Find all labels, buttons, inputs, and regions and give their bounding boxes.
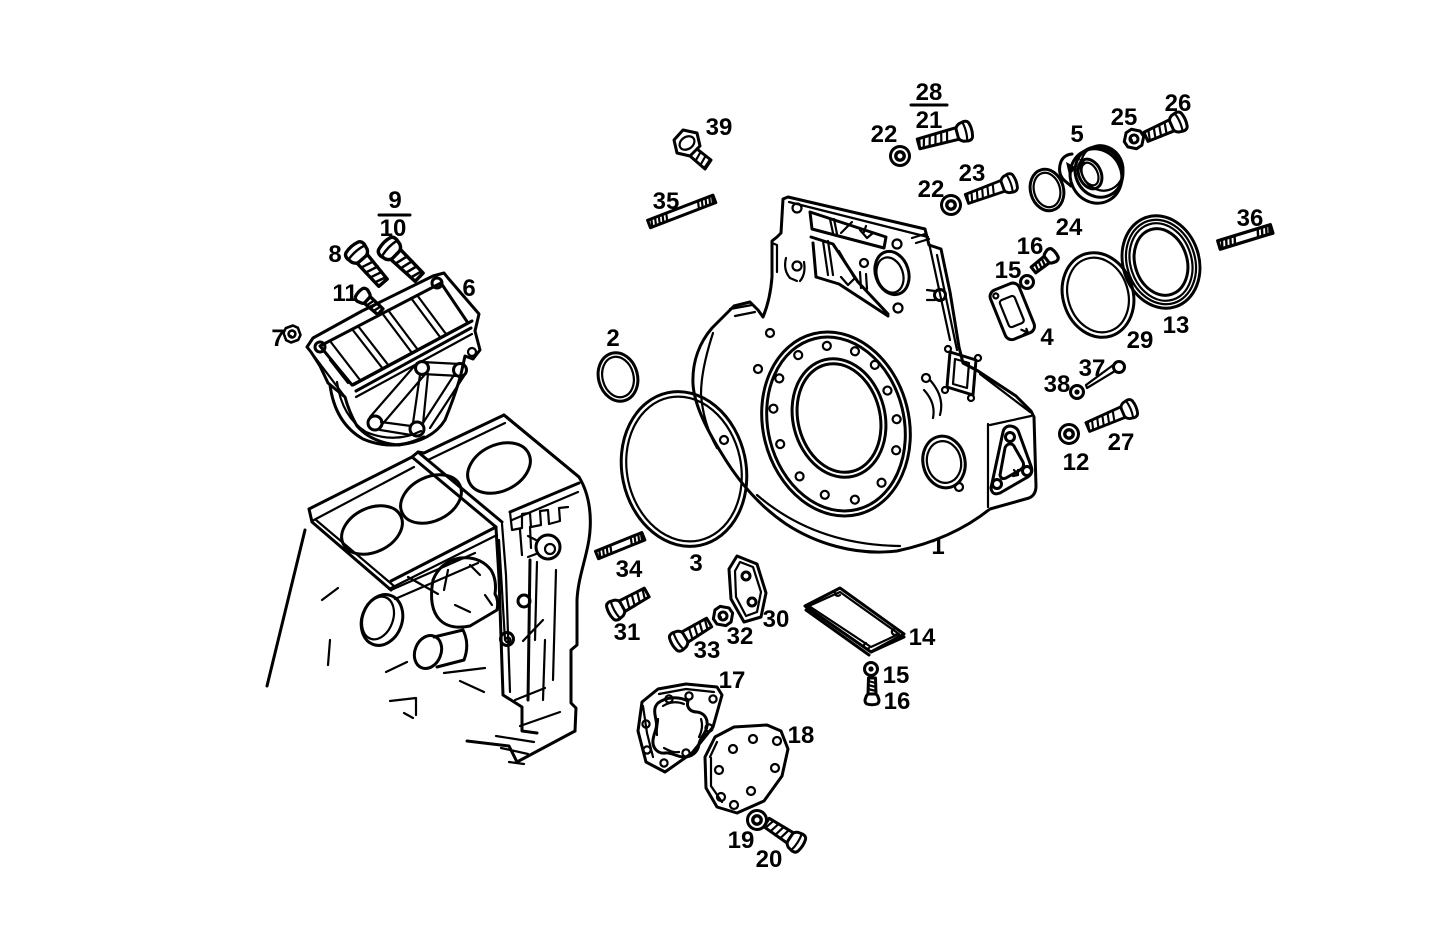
svg-text:6: 6 xyxy=(462,275,475,302)
svg-text:34: 34 xyxy=(616,556,643,583)
svg-text:30: 30 xyxy=(763,606,790,633)
svg-text:22: 22 xyxy=(871,121,898,148)
svg-text:15: 15 xyxy=(883,662,910,689)
svg-text:19: 19 xyxy=(728,827,755,854)
svg-text:29: 29 xyxy=(1127,327,1154,354)
svg-text:18: 18 xyxy=(788,722,815,749)
svg-text:39: 39 xyxy=(706,114,733,141)
svg-text:12: 12 xyxy=(1063,449,1090,476)
svg-text:8: 8 xyxy=(328,241,341,268)
svg-text:9: 9 xyxy=(388,187,401,214)
svg-text:20: 20 xyxy=(756,846,783,873)
svg-text:15: 15 xyxy=(995,257,1022,284)
svg-text:14: 14 xyxy=(909,624,936,651)
svg-text:4: 4 xyxy=(1040,324,1054,351)
svg-text:11: 11 xyxy=(332,280,357,307)
svg-text:32: 32 xyxy=(727,623,754,650)
svg-text:21: 21 xyxy=(916,107,943,134)
svg-text:24: 24 xyxy=(1056,214,1083,241)
svg-text:27: 27 xyxy=(1108,429,1135,456)
svg-text:31: 31 xyxy=(614,619,641,646)
svg-text:22: 22 xyxy=(918,176,945,203)
svg-text:16: 16 xyxy=(884,688,911,715)
svg-text:3: 3 xyxy=(689,550,702,577)
svg-text:28: 28 xyxy=(916,79,943,106)
svg-text:16: 16 xyxy=(1017,233,1044,260)
svg-text:38: 38 xyxy=(1044,371,1071,398)
svg-text:25: 25 xyxy=(1111,104,1138,131)
svg-text:17: 17 xyxy=(719,667,746,694)
svg-text:2: 2 xyxy=(606,325,619,352)
svg-text:7: 7 xyxy=(271,325,284,352)
svg-text:13: 13 xyxy=(1163,312,1190,339)
svg-text:5: 5 xyxy=(1070,121,1083,148)
svg-text:33: 33 xyxy=(694,637,721,664)
svg-text:37: 37 xyxy=(1079,355,1106,382)
svg-text:23: 23 xyxy=(959,160,986,187)
